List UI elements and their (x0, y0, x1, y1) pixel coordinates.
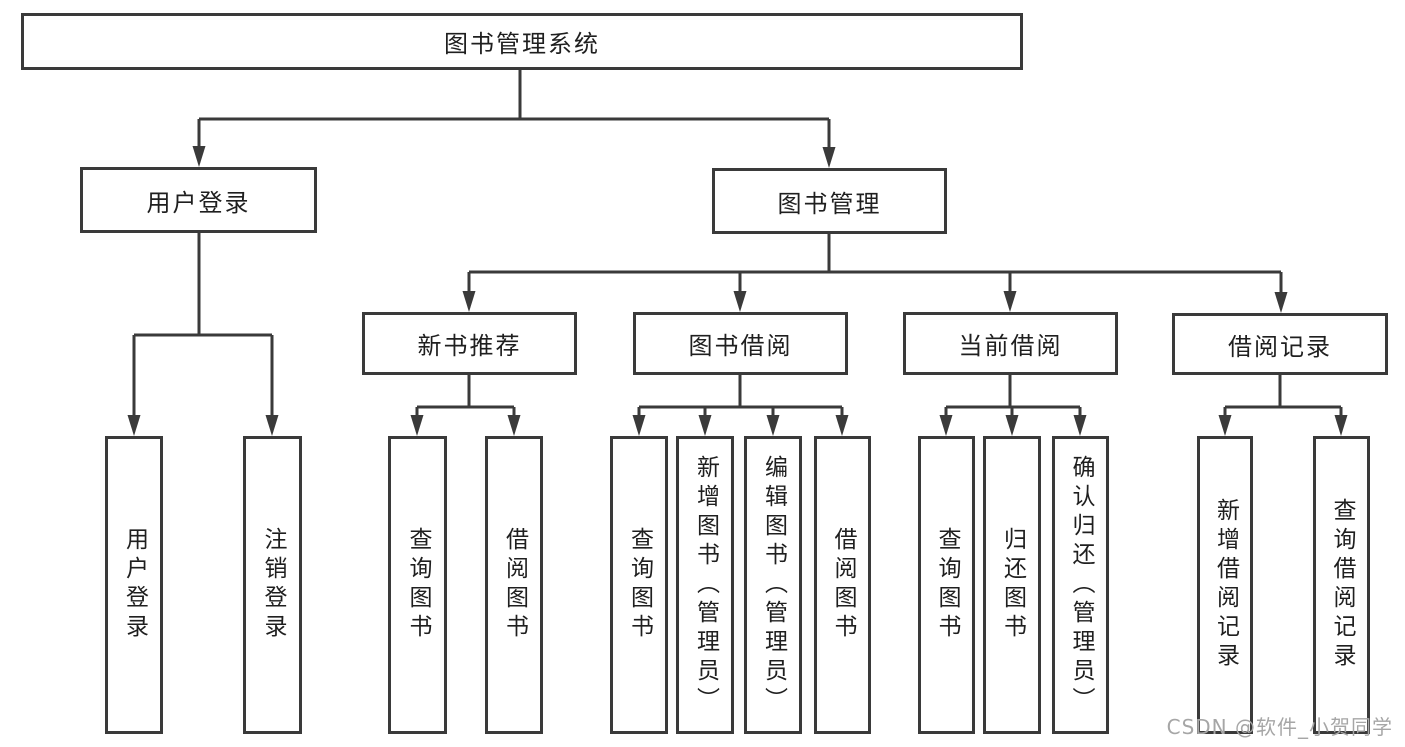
leaf-label: 新增图书（管理员） (692, 454, 719, 716)
node-book-management: 图书管理 (712, 168, 947, 234)
arrowhead-icon (1003, 291, 1017, 312)
leaf-borrow-books: 借阅图书 (814, 436, 871, 734)
leaf-query-borrow-record: 查询借阅记录 (1313, 436, 1370, 734)
leaf-add-borrow-record: 新增借阅记录 (1197, 436, 1253, 734)
leaf-label: 注销登录 (260, 527, 286, 643)
leaf-query-books-recommend: 查询图书 (388, 436, 447, 734)
node-library-management-system: 图书管理系统 (21, 13, 1023, 70)
arrowhead-icon (733, 291, 747, 312)
leaf-label: 查询图书 (626, 527, 653, 643)
arrowhead-icon (1334, 415, 1348, 436)
connector-bookmgmt-to-level3 (467, 233, 1283, 294)
leaf-confirm-return-admin: 确认归还（管理员） (1052, 436, 1109, 734)
leaf-user-login: 用户登录 (105, 436, 163, 734)
node-label: 图书管理 (777, 189, 882, 218)
arrowhead-icon (265, 415, 279, 436)
connector-borrowrecord-to-children (1223, 375, 1343, 418)
arrowhead-icon (822, 147, 836, 168)
node-label: 当前借阅 (958, 332, 1063, 360)
arrowhead-icon (1073, 415, 1087, 436)
arrowhead-icon (192, 146, 206, 167)
arrowhead-icon (632, 415, 646, 436)
arrowhead-icon (507, 415, 521, 436)
leaf-edit-books-admin: 编辑图书（管理员） (744, 436, 802, 734)
arrowhead-icon (410, 415, 424, 436)
leaf-query-books-borrowing: 查询图书 (610, 436, 668, 734)
leaf-label: 新增借阅记录 (1212, 498, 1239, 672)
leaf-query-books-current: 查询图书 (918, 436, 975, 734)
connector-paths (132, 69, 1343, 418)
node-label: 图书管理系统 (444, 30, 600, 58)
arrowhead-icon (1274, 292, 1288, 313)
connector-root-to-level2 (197, 69, 831, 149)
leaf-label: 用户登录 (121, 527, 148, 643)
arrowhead-icon (127, 415, 141, 436)
connector-userlogin-to-children (132, 232, 274, 417)
arrowhead-icon (939, 415, 953, 436)
connector-currentborrow-to-children (944, 375, 1082, 418)
arrowheads (127, 146, 1348, 436)
node-new-book-recommendation: 新书推荐 (362, 312, 577, 375)
node-label: 新书推荐 (417, 332, 522, 360)
leaf-return-books: 归还图书 (983, 436, 1041, 734)
leaf-label: 确认归还（管理员） (1068, 454, 1094, 716)
arrowhead-icon (1218, 415, 1232, 436)
watermark: CSDN @软件_小贺同学 (1166, 715, 1393, 739)
leaf-label: 查询图书 (405, 527, 431, 643)
arrowhead-icon (698, 415, 712, 436)
leaf-label: 借阅图书 (830, 527, 856, 643)
node-borrowing-records: 借阅记录 (1172, 313, 1388, 375)
node-current-borrowing: 当前借阅 (903, 312, 1118, 375)
arrowhead-icon (766, 415, 780, 436)
leaf-logout: 注销登录 (243, 436, 302, 734)
arrowhead-icon (835, 415, 849, 436)
leaf-label: 查询图书 (934, 527, 960, 643)
node-label: 用户登录 (146, 188, 251, 217)
connector-bookborrow-to-children (637, 375, 844, 418)
arrowhead-icon (1005, 415, 1019, 436)
leaf-borrow-books-recommend: 借阅图书 (485, 436, 543, 734)
connector-newbook-to-children (415, 375, 516, 418)
leaf-add-books-admin: 新增图书（管理员） (676, 436, 734, 734)
node-user-login: 用户登录 (80, 167, 317, 233)
node-label: 图书借阅 (688, 332, 793, 360)
leaf-label: 查询借阅记录 (1329, 498, 1355, 672)
leaf-label: 借阅图书 (501, 527, 528, 643)
node-book-borrowing: 图书借阅 (633, 312, 848, 375)
node-label: 借阅记录 (1228, 332, 1332, 361)
leaf-label: 归还图书 (999, 527, 1026, 643)
arrowhead-icon (462, 291, 476, 312)
leaf-label: 编辑图书（管理员） (760, 454, 787, 716)
